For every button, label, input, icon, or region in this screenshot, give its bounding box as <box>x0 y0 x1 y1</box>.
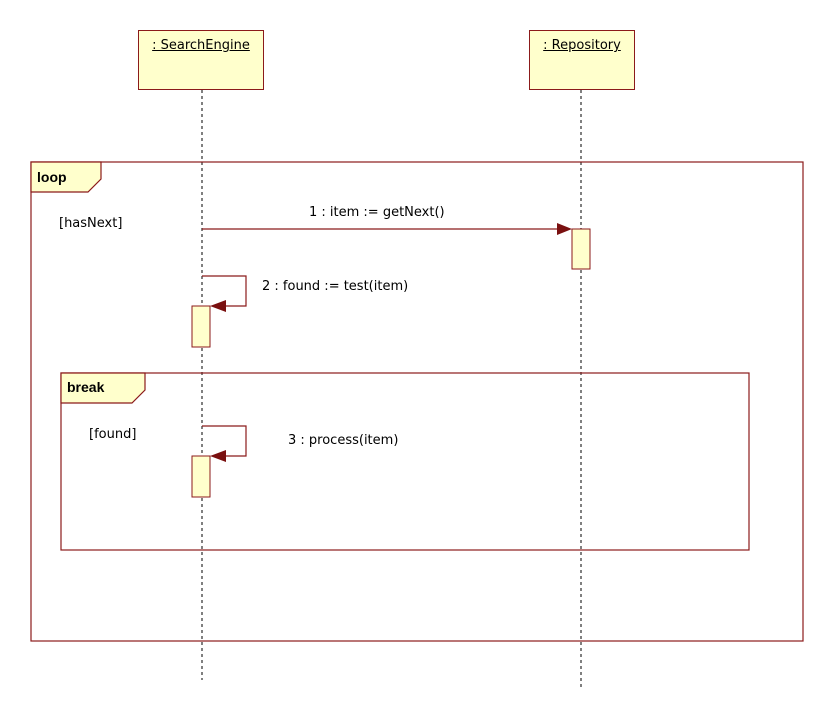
activation-search-engine-1 <box>191 305 211 348</box>
message-3-label: 3 : process(item) <box>288 433 399 448</box>
break-guard: [found] <box>89 427 137 442</box>
lifeline-search-engine-label: : SearchEngine <box>152 38 250 53</box>
lifeline-repository-header: : Repository <box>529 30 635 90</box>
loop-guard: [hasNext] <box>59 216 123 231</box>
loop-fragment-tag <box>30 161 102 193</box>
message-3-arrowhead <box>210 450 226 462</box>
break-fragment <box>60 372 750 551</box>
message-2-arrowhead <box>210 300 226 312</box>
loop-operator-label: loop <box>37 169 67 185</box>
activation-repository <box>571 228 591 270</box>
message-3-line <box>202 425 247 457</box>
loop-fragment <box>30 161 804 642</box>
message-1-label: 1 : item := getNext() <box>309 205 445 220</box>
message-2-label: 2 : found := test(item) <box>262 279 409 294</box>
activation-search-engine-2 <box>191 455 211 498</box>
break-fragment-tag <box>60 372 146 404</box>
break-operator-label: break <box>67 379 105 395</box>
lifeline-search-engine-header: : SearchEngine <box>138 30 264 90</box>
message-1-arrowhead <box>557 223 572 235</box>
lifeline-repository-label: : Repository <box>543 38 621 53</box>
message-2-line <box>202 275 247 307</box>
